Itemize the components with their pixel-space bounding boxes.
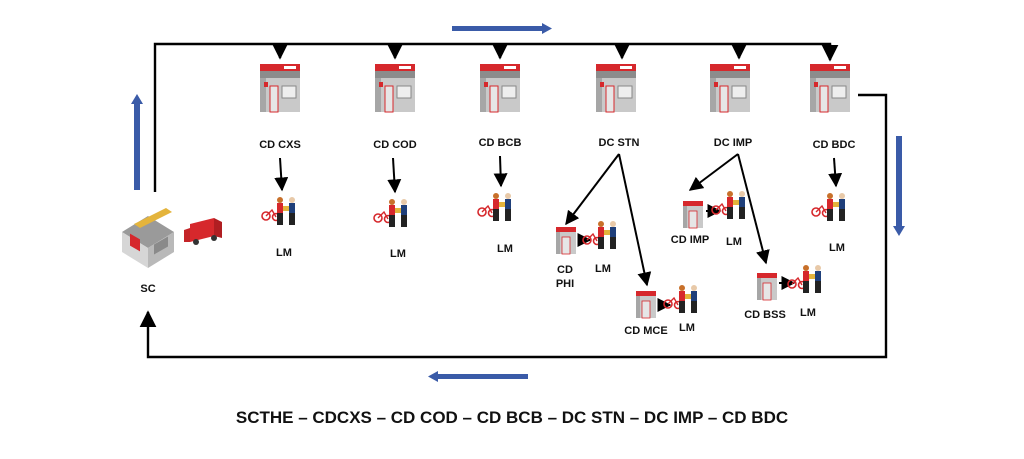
delivery-truck-icon xyxy=(184,218,222,245)
lm-cd-cod: LM xyxy=(373,198,408,260)
kiosk-icon xyxy=(682,200,704,229)
center-label: DC IMP xyxy=(714,137,753,149)
shop-icon xyxy=(259,63,301,113)
lm-cd-bdc: LM xyxy=(811,192,846,254)
center-label: CD BCB xyxy=(479,137,522,149)
sc-label: SC xyxy=(140,283,155,295)
delivery-handover-icon xyxy=(811,192,846,222)
center-cd-cxs: CD CXS xyxy=(259,63,301,151)
center-dc-stn: DC STN xyxy=(595,63,640,149)
route-sequence-text: SCTHE – CDCXS – CD COD – CD BCB – DC STN… xyxy=(235,408,789,427)
center-label: CD CXS xyxy=(259,139,301,151)
lm-label: LM xyxy=(276,247,292,259)
delivery-handover-icon xyxy=(711,190,746,220)
sub-center-label-line1: CD xyxy=(557,264,573,276)
kiosk-icon xyxy=(756,272,778,301)
delivery-handover-icon xyxy=(663,284,698,314)
sub-center-cd-imp: CD IMP LM xyxy=(671,190,746,248)
arrow-up-left-icon xyxy=(131,94,143,190)
sub-center-cd-phi: CD PHI LM xyxy=(555,220,617,290)
sub-center-label-line2: PHI xyxy=(556,278,574,290)
sub-center-cd-bss: CD BSS LM xyxy=(744,264,822,321)
shop-icon xyxy=(374,63,416,113)
delivery-handover-icon xyxy=(787,264,822,294)
center-label: CD BDC xyxy=(813,139,856,151)
direction-arrows xyxy=(131,23,905,382)
center-label: CD COD xyxy=(373,139,416,151)
kiosk-icon xyxy=(635,290,657,319)
lm-cd-bcb: LM xyxy=(477,192,513,255)
center-cd-bcb: CD BCB xyxy=(479,63,522,149)
sub-center-cd-mce: CD MCE LM xyxy=(624,284,698,337)
delivery-handover-icon xyxy=(373,198,408,228)
delivery-handover-icon xyxy=(261,196,296,226)
center-cd-bdc: CD BDC xyxy=(809,63,856,151)
center-dc-imp: DC IMP xyxy=(709,63,753,149)
sub-center-label: CD MCE xyxy=(624,325,667,337)
lm-label: LM xyxy=(726,236,742,248)
lm-label: LM xyxy=(800,307,816,319)
shop-icon xyxy=(479,63,521,113)
sub-center-label: CD BSS xyxy=(744,309,786,321)
shop-icon xyxy=(709,63,751,113)
sc-node: SC xyxy=(122,208,222,295)
delivery-handover-icon xyxy=(582,220,617,250)
shop-icon xyxy=(595,63,637,113)
lm-label: LM xyxy=(829,242,845,254)
arrow-down-right-icon xyxy=(893,136,905,236)
connector-arrows xyxy=(274,153,843,312)
sub-center-label: CD IMP xyxy=(671,234,710,246)
kiosk-icon xyxy=(555,226,577,255)
lm-label: LM xyxy=(679,322,695,334)
shop-icon xyxy=(809,63,851,113)
center-cd-cod: CD COD xyxy=(373,63,417,151)
lm-label: LM xyxy=(595,263,611,275)
delivery-handover-icon xyxy=(477,192,512,222)
lm-cd-cxs: LM xyxy=(261,196,296,259)
center-label: DC STN xyxy=(599,137,640,149)
arrow-right-top-icon xyxy=(452,23,552,34)
arrow-left-bottom-icon xyxy=(428,371,528,382)
warehouse-icon xyxy=(122,208,174,268)
route-frame xyxy=(139,42,888,359)
lm-label: LM xyxy=(497,243,513,255)
lm-label: LM xyxy=(390,248,406,260)
